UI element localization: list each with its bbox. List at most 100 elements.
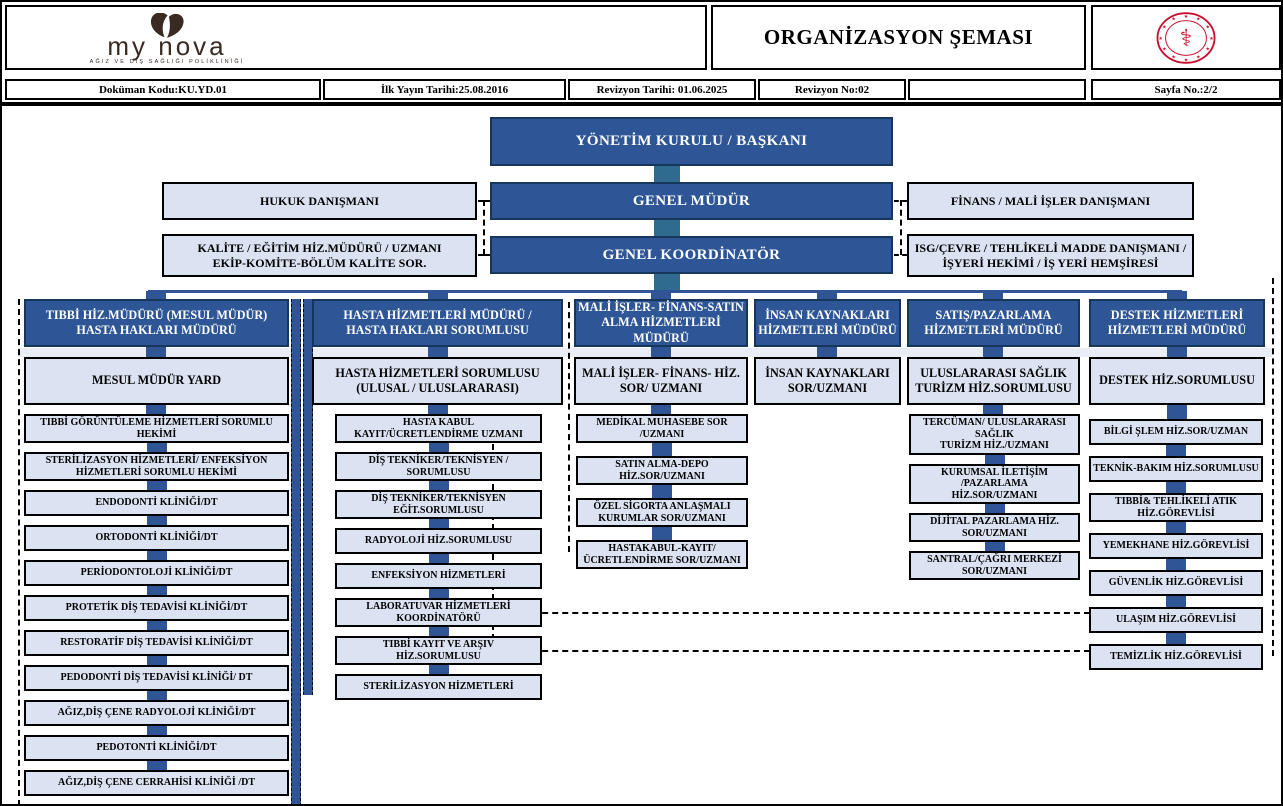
dash-link-right-vert: [900, 200, 902, 255]
revision-no-cell: Revizyon No:02: [758, 79, 906, 100]
item-connector: [984, 504, 1005, 513]
item-connector: [652, 485, 672, 498]
column-strip-b: [303, 299, 313, 695]
column-subhead-2: HASTA HİZMETLERİ SORUMLUSU (ULUSAL / ULU…: [312, 357, 563, 405]
column-header-4: İNSAN KAYNAKLARI HİZMETLERİ MÜDÜRÜ: [754, 299, 901, 347]
item-connector: [428, 627, 449, 636]
item-connector: [428, 519, 449, 528]
logo-cell: my nova AĞIZ VE DİŞ SAĞLIĞI POLİKLİNİĞİ: [5, 5, 707, 70]
page-title: ORGANİZASYON ŞEMASI: [763, 25, 1034, 49]
item-connector: [146, 621, 167, 630]
item-connector: [1166, 522, 1186, 533]
item-connector: [146, 516, 167, 525]
item-connector: [1166, 633, 1186, 644]
item-connector: [428, 554, 449, 563]
svg-text:★: ★: [1205, 46, 1210, 52]
item-connector: [1166, 596, 1186, 607]
org-unit-box: MEDİKAL MUHASEBE SOR /UZMANI: [576, 414, 748, 443]
connector-board-gm: [654, 165, 680, 183]
header-divider: [2, 102, 1281, 106]
dash-link-kalite: [478, 254, 490, 256]
connector-line-to-col3: [651, 291, 671, 300]
title-cell: ORGANİZASYON ŞEMASI: [711, 5, 1086, 70]
column-items-3: MEDİKAL MUHASEBE SOR /UZMANI SATIN ALMA-D…: [576, 414, 748, 569]
org-unit-box: PEDOTONTİ KLİNİĞİ/DT: [24, 735, 289, 761]
dash-right-edge: [1272, 278, 1274, 656]
doc-code-cell: Doküman Kodu:KU.YD.01: [5, 79, 321, 100]
org-unit-box: TEMİZLİK HİZ.GÖREVLİSİ: [1089, 644, 1263, 670]
brand-tagline: AĞIZ VE DİŞ SAĞLIĞI POLİKLİNİĞİ: [89, 59, 245, 66]
org-unit-box: LABORATUVAR HİZMETLERİ KOORDİNATÖRÜ: [335, 598, 542, 627]
connector-sub-items-col1: [146, 405, 166, 414]
ministry-of-health-emblem-icon: ★★★ ★★★ ★★★ ★★★ ⚕: [1156, 11, 1216, 64]
column-header-5: SATIŞ/PAZARLAMA HİZMETLERİ MÜDÜRÜ: [907, 299, 1080, 347]
item-connector: [146, 691, 167, 700]
org-unit-box: DİŞ TEKNİKER/TEKNİSYEN / SORUMLUSU: [335, 452, 542, 481]
column-header-2: HASTA HİZMETLERİ MÜDÜRÜ / HASTA HAKLARI …: [312, 299, 563, 347]
column-header-1: TIBBİ HİZ.MÜDÜRÜ (MESUL MÜDÜR) HASTA HAK…: [24, 299, 289, 347]
org-unit-box: ULAŞIM HİZ.GÖREVLİSİ: [1089, 607, 1263, 633]
brand-wordmark: my nova: [107, 30, 227, 61]
item-connector: [146, 586, 167, 595]
connector-head-sub-col6: [1167, 347, 1187, 357]
page-no-cell: Sayfa No.:2/2: [1091, 79, 1281, 100]
org-unit-box: PROTETİK DİŞ TEDAVİSİ KLİNİĞİ/DT: [24, 595, 289, 621]
svg-text:★: ★: [1209, 35, 1214, 41]
org-unit-box: YEMEKHANE HİZ.GÖREVLİSİ: [1089, 533, 1263, 559]
connector-line-to-col4: [817, 291, 837, 300]
column-subhead-1: MESUL MÜDÜR YARD: [24, 357, 289, 405]
dash-mid-horizontal-2: [492, 650, 1090, 652]
column-items-5: TERCÜMAN/ ULUSLARARASI SAĞLIK TURİZM HİZ…: [909, 414, 1080, 580]
item-connector: [652, 527, 672, 540]
tooth-leaf-icon: [150, 12, 184, 38]
connector-head-sub-col4: [817, 347, 837, 357]
column-strip-a: [291, 299, 301, 804]
org-unit-box: AĞIZ,DİŞ ÇENE CERRAHİSİ KLİNİĞİ /DT: [24, 770, 289, 796]
dash-col2-col3: [568, 302, 570, 552]
item-connector: [428, 589, 449, 598]
org-unit-box: TIBBİ& TEHLİKELİ ATIK HİZ.GÖREVLİSİ: [1089, 493, 1263, 522]
org-unit-box: SATIN ALMA-DEPO HİZ.SOR/UZMANI: [576, 456, 748, 485]
revision-date-cell: Revizyon Tarihi: 01.06.2025: [568, 79, 756, 100]
connector-sub-items-col5: [983, 405, 1003, 414]
org-unit-box: HASTAKABUL-KAYIT/ ÜCRETLENDİRME SOR/UZMA…: [576, 540, 748, 569]
connector-head-sub-col2: [428, 347, 448, 357]
column-subhead-4: İNSAN KAYNAKLARI SOR/UZMANI: [754, 357, 901, 405]
org-unit-box: DİJİTAL PAZARLAMA HİZ. SOR/UZMANI: [909, 513, 1080, 542]
svg-text:★: ★: [1196, 16, 1201, 22]
org-unit-box: KURUMSAL İLETİŞİM /PAZARLAMA HİZ.SOR/UZM…: [909, 463, 1080, 504]
item-connector: [1166, 482, 1186, 493]
box-general-coordinator: GENEL KOORDİNATÖR: [490, 236, 893, 274]
connector-gm-gk: [654, 219, 680, 237]
item-connector: [428, 443, 449, 452]
box-general-manager: GENEL MÜDÜR: [490, 182, 893, 220]
org-unit-box: BİLGİ ŞLEM HİZ.SOR/UZMAN: [1089, 419, 1263, 445]
connector-gk-down: [654, 273, 680, 292]
brand-logo: my nova AĞIZ VE DİŞ SAĞLIĞI POLİKLİNİĞİ: [62, 9, 272, 69]
column-header-3: MALİ İŞLER- FİNANS-SATIN ALMA HİZMETLERİ…: [574, 299, 748, 347]
org-unit-box: SANTRAL/ÇAĞRI MERKEZİ SOR/UZMANI: [909, 551, 1080, 580]
connector-line-to-col1: [146, 291, 166, 300]
org-unit-box: RESTORATİF DİŞ TEDAVİSİ KLİNİĞİ/DT: [24, 630, 289, 656]
connector-sub-items-col6: [1167, 405, 1187, 419]
svg-text:★: ★: [1196, 54, 1201, 60]
svg-text:★: ★: [1162, 24, 1167, 30]
svg-text:⚕: ⚕: [1180, 24, 1193, 52]
connector-head-sub-col1: [146, 347, 166, 357]
org-unit-box: DİŞ TEKNİKER/TEKNİSYEN EĞİT.SORUMLUSU: [335, 490, 542, 519]
org-unit-box: TIBBİ GÖRÜNTÜLEME HİZMETLERİ SORUMLU HEK…: [24, 414, 289, 443]
box-isg-advisor: ISG/ÇEVRE / TEHLİKELİ MADDE DANIŞMANI / …: [907, 234, 1194, 277]
connector-sub-items-col2: [428, 405, 448, 414]
box-board-chairman: YÖNETİM KURULU / BAŞKANI: [490, 117, 893, 166]
item-connector: [146, 443, 167, 452]
item-connector: [146, 656, 167, 665]
svg-text:★: ★: [1184, 57, 1189, 63]
svg-text:★: ★: [1158, 35, 1163, 41]
column-subhead-6: DESTEK HİZ.SORUMLUSU: [1089, 357, 1265, 405]
connector-line-to-col2: [428, 291, 448, 300]
svg-text:★: ★: [1205, 24, 1210, 30]
svg-text:★: ★: [1171, 16, 1176, 22]
item-connector: [984, 454, 1005, 464]
